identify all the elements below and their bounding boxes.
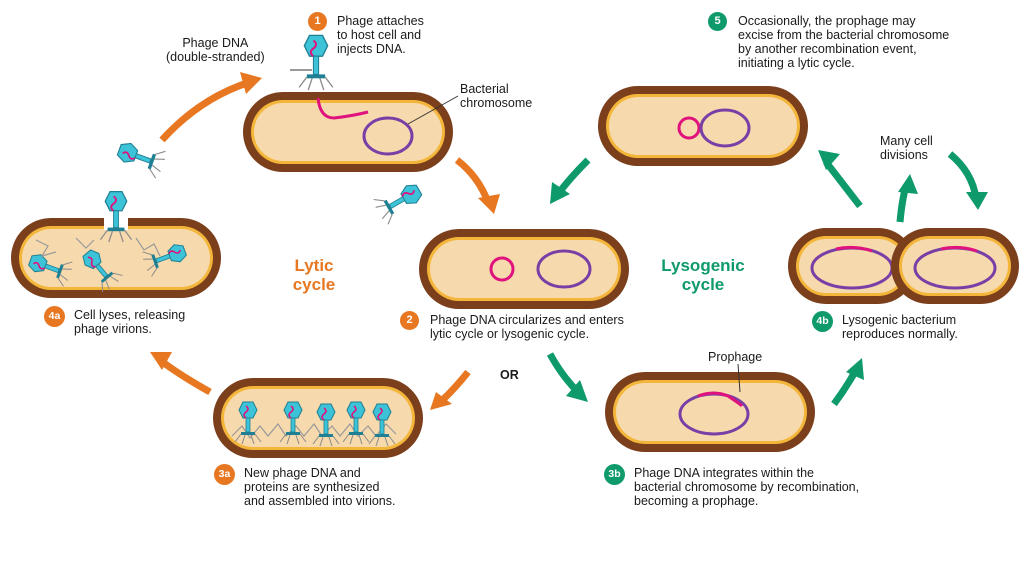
cell-excision <box>598 86 808 166</box>
prophage-label: Prophage <box>708 350 763 364</box>
bacterial-chromosome-label: Bacterial chromosome <box>460 82 533 110</box>
step-5-badge: 5 <box>708 12 727 31</box>
lytic-cycle-label: Lytic cycle <box>292 256 336 294</box>
step-4b-badge: 4b <box>812 311 833 332</box>
step-3b-text: Phage DNA integrates within the bacteria… <box>634 466 860 508</box>
free-phage-1 <box>370 176 427 227</box>
cell-synthesis <box>213 378 423 458</box>
step-1-text: Phage attaches to host cell and injects … <box>337 14 424 56</box>
step-2-badge: 2 <box>400 311 419 330</box>
chromosome-leader <box>407 95 459 125</box>
cell-prophage <box>605 372 815 452</box>
lysogenic-arrowheads <box>550 150 988 402</box>
step-3b-badge: 3b <box>604 464 625 485</box>
phage-dna-label: Phage DNA (double-stranded) <box>166 36 265 64</box>
cell-attachment <box>243 92 453 172</box>
step-2-text: Phage DNA circularizes and enters lytic … <box>430 313 624 341</box>
step-4a-text: Cell lyses, releasing phage virions. <box>74 308 186 336</box>
prophage-leader <box>737 363 741 393</box>
step-5-text: Occasionally, the prophage may excise fr… <box>738 14 950 70</box>
released-phage <box>113 135 169 180</box>
many-divisions-label: Many cell divisions <box>880 134 933 162</box>
step-3a-text: New phage DNA and proteins are synthesiz… <box>244 466 396 508</box>
lytic-arrowheads <box>150 72 500 410</box>
cell-circularized <box>419 229 629 309</box>
lysogenic-cycle-label: Lysogenic cycle <box>661 256 745 294</box>
step-4a-badge: 4a <box>44 306 65 327</box>
cell-dividing <box>788 228 1019 304</box>
step-1-badge: 1 <box>308 12 327 31</box>
step-3a-badge: 3a <box>214 464 235 485</box>
attaching-phage <box>298 34 334 92</box>
step-4b-text: Lysogenic bacterium reproduces normally. <box>842 313 958 341</box>
or-label: OR <box>500 368 519 382</box>
